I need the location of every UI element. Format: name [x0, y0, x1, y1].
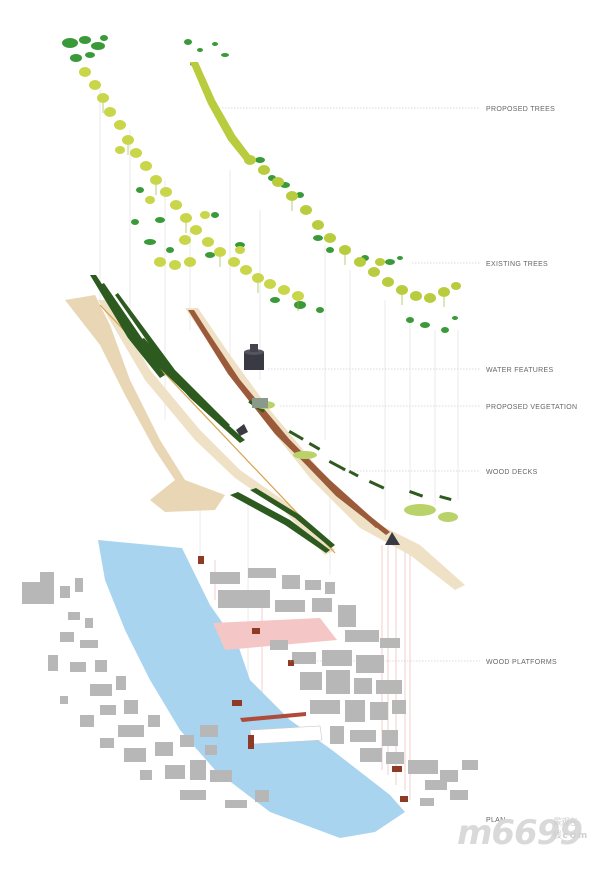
leader-lines	[222, 107, 480, 662]
watermark-domain: .com	[556, 831, 590, 841]
deck-layer	[65, 275, 465, 590]
label-water-features: WATER FEATURES	[486, 367, 553, 374]
deck-path-left	[65, 295, 225, 512]
river	[98, 540, 405, 838]
plan-platforms	[198, 556, 408, 802]
tree-band-left	[79, 67, 304, 301]
label-wood-decks: WOOD DECKS	[486, 469, 538, 476]
city-blocks-left	[22, 572, 269, 808]
pink-plaza	[213, 618, 337, 650]
plan-layer	[22, 540, 478, 838]
deck-path-right	[185, 308, 465, 590]
label-plan: PLAN	[486, 817, 506, 824]
water-feature-objects	[236, 344, 400, 545]
label-proposed-trees: PROPOSED TREES	[486, 106, 555, 113]
label-proposed-vegetation: PROPOSED VEGETATION	[486, 404, 577, 411]
tree-trunks	[102, 103, 445, 311]
existing-trees-layer	[62, 35, 458, 333]
layer-labels: PROPOSED TREES EXISTING TREES WATER FEAT…	[486, 106, 577, 824]
tree-band-right	[190, 62, 461, 303]
proposed-trees-layer	[79, 62, 461, 311]
city-blocks-right	[210, 568, 478, 806]
label-existing-trees: EXISTING TREES	[486, 261, 548, 268]
label-wood-platforms: WOOD PLATFORMS	[486, 659, 557, 666]
vegetation-strips-left	[90, 275, 335, 553]
watermark-cn: 景观在线	[552, 818, 578, 841]
watermark-brand: m6699	[456, 813, 583, 853]
watermark-logo: m6699 景观在线 .com	[456, 813, 587, 853]
wood-decks-strip	[188, 310, 390, 535]
